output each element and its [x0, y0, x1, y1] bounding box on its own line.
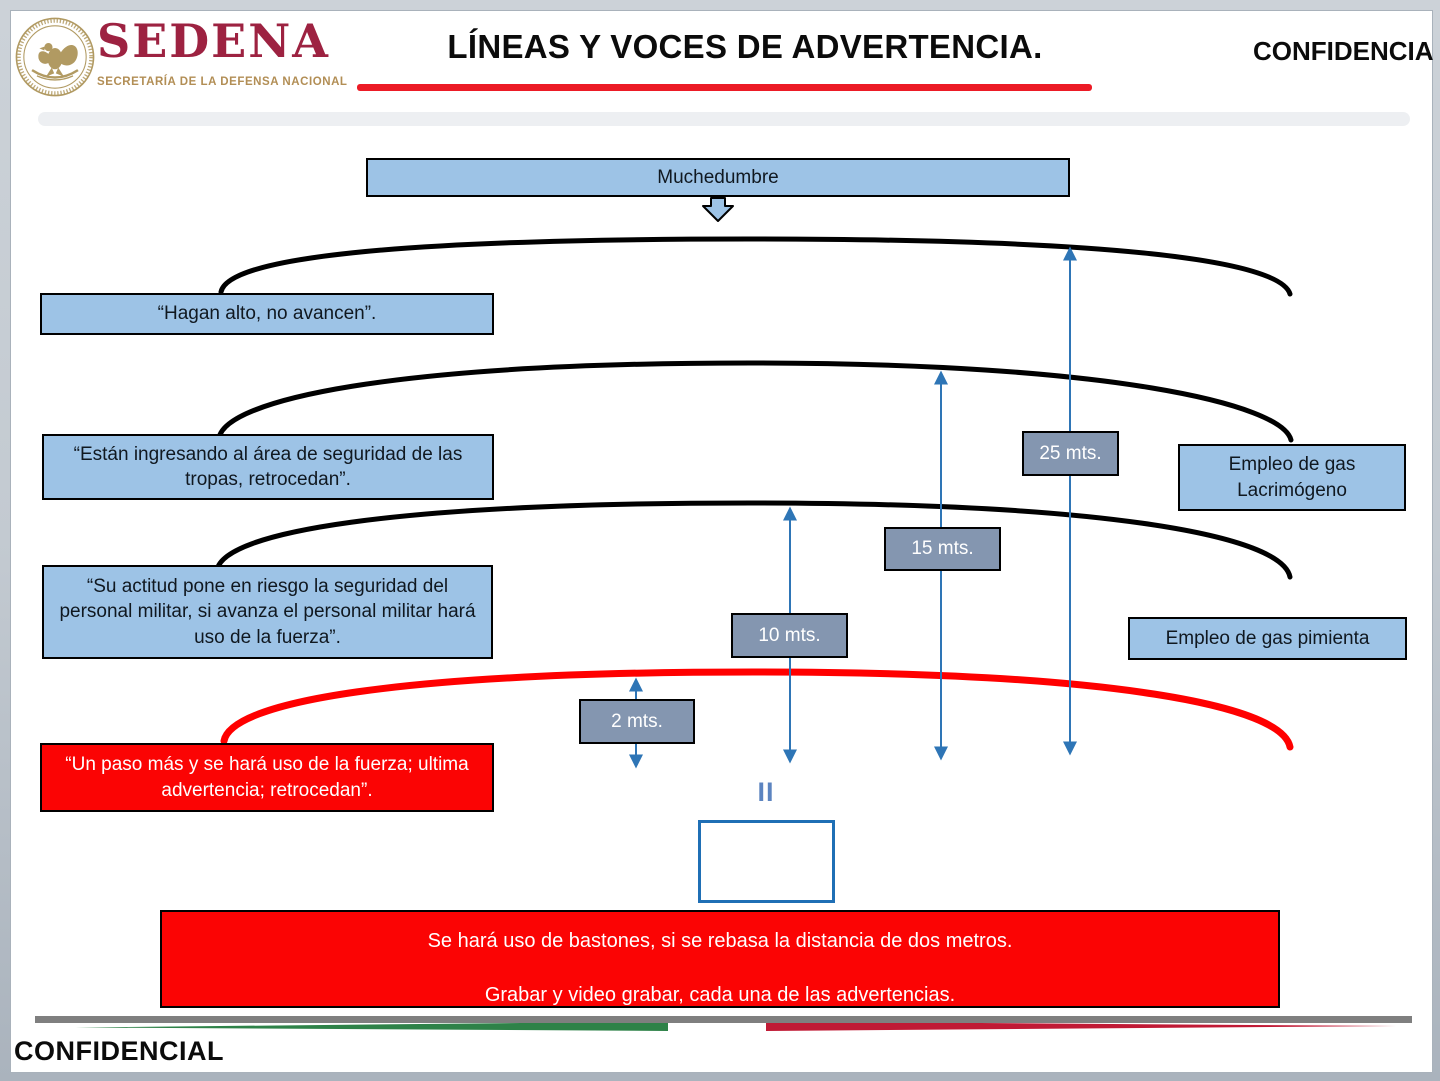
warning-box-1: “Hagan alto, no avancen”.	[40, 293, 494, 335]
distance-label-2m: 2 mts.	[579, 699, 695, 744]
brand-wordmark: SEDENA	[97, 14, 330, 68]
footer-green-taper	[75, 1021, 668, 1031]
eagle-seal-icon	[14, 13, 96, 101]
pause-symbol: II	[757, 777, 775, 807]
warning-arc-2	[216, 360, 1294, 443]
distance-label-10m: 10 mts.	[731, 613, 848, 658]
brand-subtitle: SECRETARÍA DE LA DEFENSA NACIONAL	[97, 76, 348, 88]
crowd-box: Muchedumbre	[366, 158, 1070, 197]
header-divider-bar	[38, 112, 1410, 126]
footer-red-taper	[766, 1021, 1396, 1031]
warning-box-3: “Su actitud pone en riesgo la seguridad …	[42, 565, 493, 659]
title-underline-rule	[357, 84, 1092, 91]
distance-label-25m: 25 mts.	[1022, 431, 1119, 476]
confidential-stamp-top: CONFIDENCIA	[1253, 36, 1434, 66]
warning-box-final: “Un paso más y se hará uso de la fuerza;…	[40, 743, 494, 812]
bottom-note-box: Se hará uso de bastones, si se rebasa la…	[160, 910, 1280, 1008]
warning-box-2: “Están ingresando al área de seguridad d…	[42, 434, 494, 500]
footer-gray-bar	[35, 1016, 1412, 1023]
warning-arc-1	[218, 236, 1293, 297]
down-arrow-icon	[702, 197, 734, 222]
pepper-gas-box: Empleo de gas pimienta	[1128, 617, 1407, 660]
tear-gas-box: Empleo de gas Lacrimógeno	[1178, 444, 1406, 511]
distance-label-15m: 15 mts.	[884, 527, 1001, 571]
bottom-note-line-2: Grabar y video grabar, cada una de las a…	[484, 984, 956, 1007]
empty-callout-box	[698, 820, 835, 903]
warning-arc-red	[220, 668, 1294, 751]
page-title: LÍNEAS Y VOCES DE ADVERTENCIA.	[447, 28, 1043, 65]
warning-arc-3	[214, 500, 1293, 580]
bottom-note-line-1: Se hará uso de bastones, si se rebasa la…	[427, 930, 1013, 952]
confidential-stamp-bottom: CONFIDENCIAL	[14, 1036, 224, 1066]
